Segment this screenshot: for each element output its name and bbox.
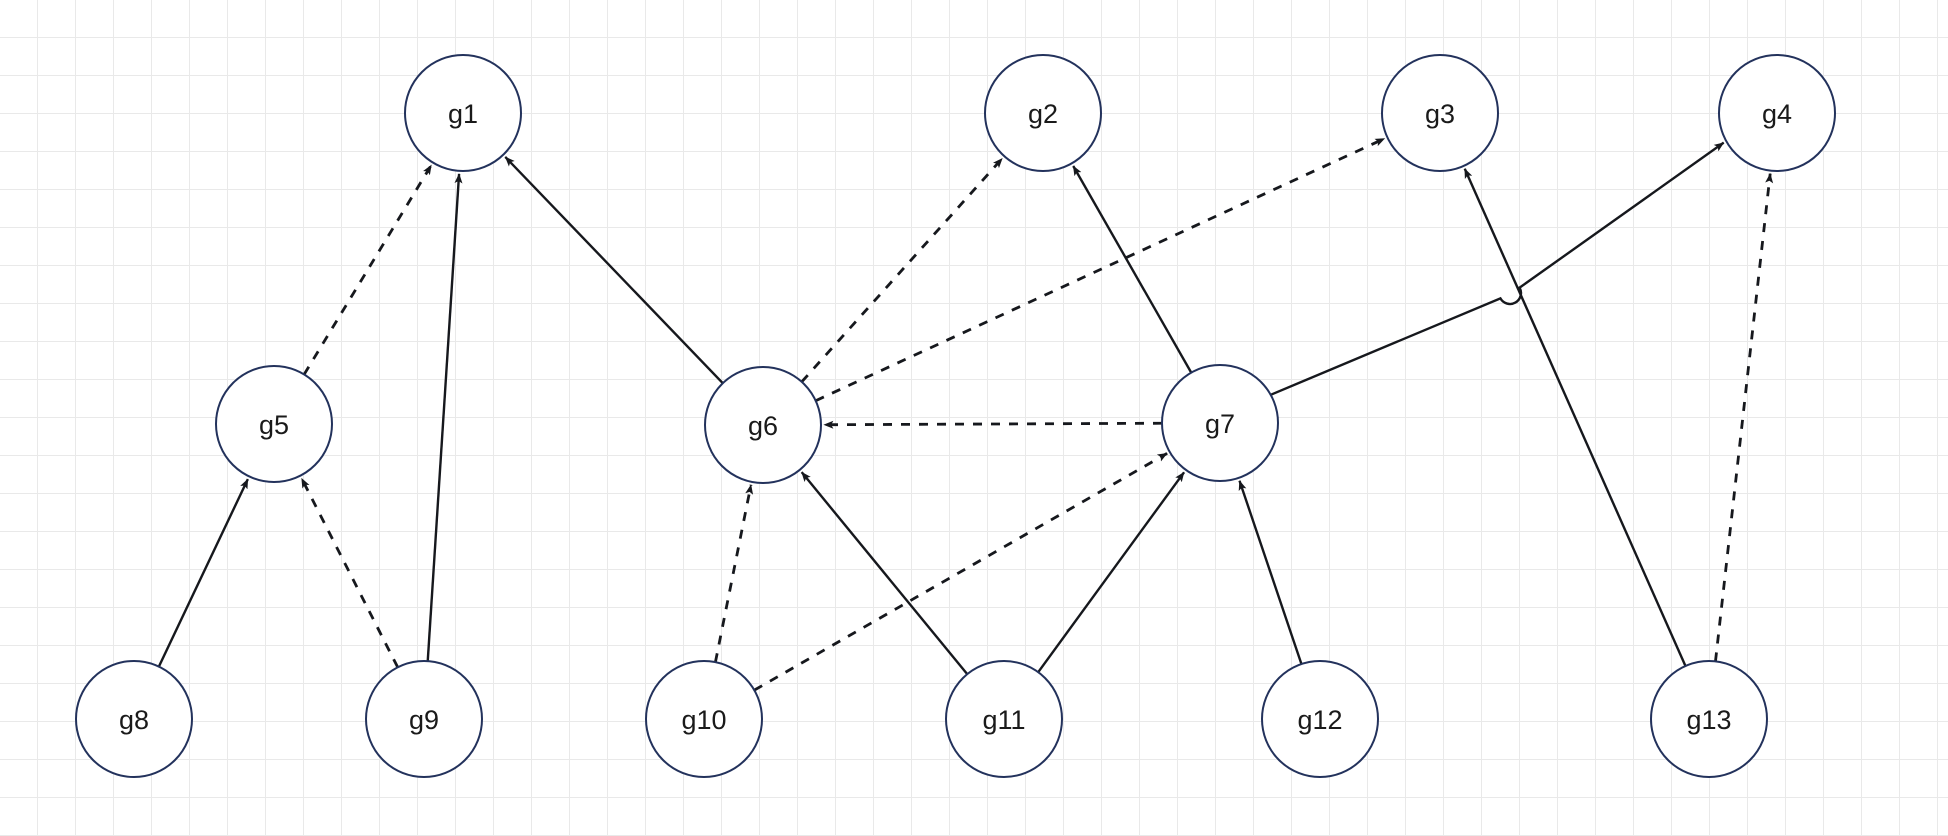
node-g3[interactable]: g3 [1381,54,1499,172]
edges-layer [157,137,1774,692]
node-label-g5: g5 [259,410,289,440]
edge-g7-to-g4[interactable] [1270,141,1725,396]
node-g2[interactable]: g2 [984,54,1102,172]
edge-g13-to-g4[interactable] [1714,173,1774,662]
node-circle-g9[interactable] [365,660,483,778]
node-circle-g11[interactable] [945,660,1063,778]
edge-g9-to-g1[interactable] [426,173,463,662]
node-label-g11: g11 [982,705,1025,735]
node-g9[interactable]: g9 [365,660,483,778]
node-circle-g7[interactable] [1161,364,1279,482]
node-label-g2: g2 [1028,99,1058,129]
node-label-g4: g4 [1762,99,1792,129]
node-circle-g12[interactable] [1261,660,1379,778]
edge-g5-to-g1[interactable] [302,164,433,376]
node-label-g9: g9 [409,705,439,735]
node-g4[interactable]: g4 [1718,54,1836,172]
edge-g6-to-g3[interactable] [815,137,1386,402]
node-circle-g2[interactable] [984,54,1102,172]
edge-g6-to-g1[interactable] [504,156,724,385]
node-g6[interactable]: g6 [704,366,822,484]
node-circle-g6[interactable] [704,366,822,484]
edge-g6-to-g2[interactable] [800,157,1004,383]
node-g13[interactable]: g13 [1650,660,1768,778]
node-g7[interactable]: g7 [1161,364,1279,482]
edge-g10-to-g7[interactable] [753,452,1168,692]
node-label-g8: g8 [119,705,149,735]
edge-g11-to-g7[interactable] [1037,471,1186,673]
node-g1[interactable]: g1 [404,54,522,172]
edge-g13-to-g3[interactable] [1463,168,1687,667]
node-label-g1: g1 [448,99,478,129]
node-label-g7: g7 [1205,409,1235,439]
node-g5[interactable]: g5 [215,365,333,483]
node-circle-g4[interactable] [1718,54,1836,172]
edge-g12-to-g7[interactable] [1238,480,1303,665]
node-g10[interactable]: g10 [645,660,763,778]
node-label-g6: g6 [748,411,778,441]
node-circle-g3[interactable] [1381,54,1499,172]
node-circle-g13[interactable] [1650,660,1768,778]
node-circle-g10[interactable] [645,660,763,778]
node-g11[interactable]: g11 [945,660,1063,778]
edge-g9-to-g5[interactable] [300,477,399,668]
node-g12[interactable]: g12 [1261,660,1379,778]
node-circle-g5[interactable] [215,365,333,483]
edge-g10-to-g6[interactable] [714,484,754,663]
node-label-g13: g13 [1686,705,1731,735]
edge-g11-to-g6[interactable] [800,471,969,675]
edge-g7-to-g2[interactable] [1072,165,1193,374]
node-label-g10: g10 [681,705,726,735]
node-g8[interactable]: g8 [75,660,193,778]
node-circle-g8[interactable] [75,660,193,778]
node-label-g3: g3 [1425,99,1455,129]
edge-g8-to-g5[interactable] [157,478,249,668]
node-circle-g1[interactable] [404,54,522,172]
edge-g7-to-g6[interactable] [823,420,1163,429]
nodes-layer: g1 g2 g3 g4 g5 g6 g7 g8 g9 g10 g11 g12 g13 [75,54,1836,778]
node-label-g12: g12 [1297,705,1342,735]
